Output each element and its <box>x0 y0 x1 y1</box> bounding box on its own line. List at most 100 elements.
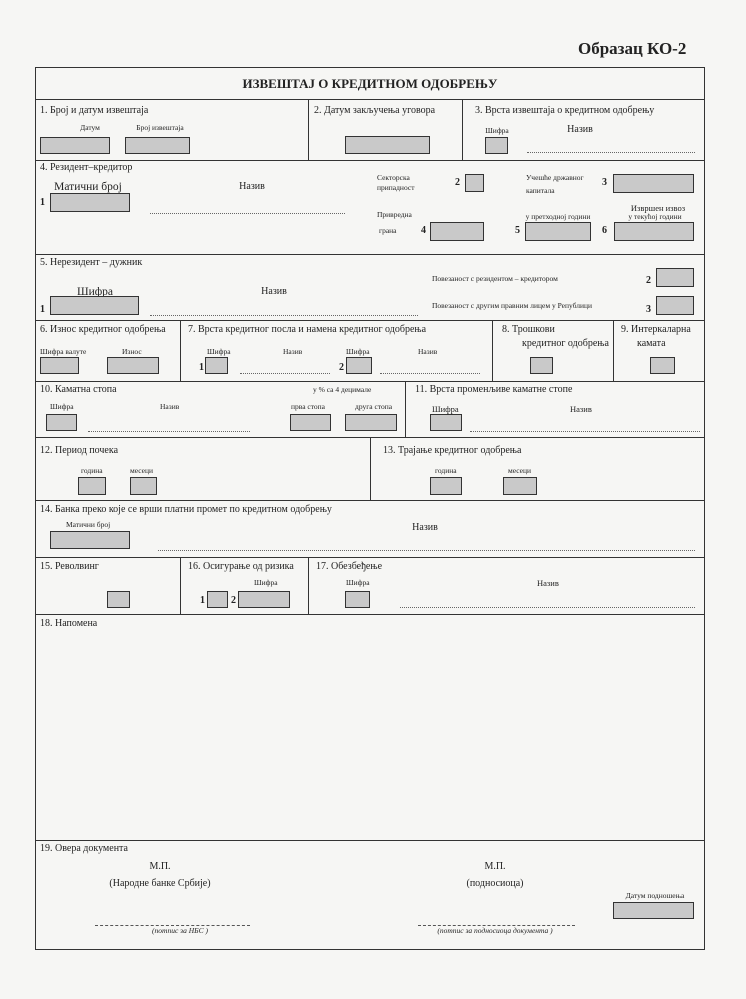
amount-label: Износ <box>122 347 142 356</box>
note-field[interactable] <box>37 630 703 838</box>
credit-type-name-2-field[interactable] <box>380 373 480 374</box>
creditor-name-field[interactable] <box>150 213 345 214</box>
date-label: Датум <box>80 123 100 132</box>
field-number: 1 <box>199 362 204 373</box>
section-7-label: 7. Врста кредитног посла и намена кредит… <box>188 324 427 335</box>
export-cur-year-field[interactable] <box>614 222 694 241</box>
reg-no-label: Матични број <box>54 181 122 193</box>
duration-years-field[interactable] <box>430 477 462 495</box>
divider <box>308 100 309 160</box>
section-5-label: 5. Нерезидент – дужник <box>40 257 143 268</box>
insurance-1-field[interactable] <box>207 591 228 608</box>
credit-costs-field[interactable] <box>530 357 553 374</box>
credit-type-code-1-field[interactable] <box>205 357 228 374</box>
credit-type-code-2-field[interactable] <box>346 357 372 374</box>
report-type-name-field[interactable] <box>527 152 695 153</box>
name-label: Назив <box>239 181 265 192</box>
months-label: месеци <box>508 466 532 475</box>
divider <box>35 500 705 501</box>
interest-field[interactable] <box>650 357 675 374</box>
variable-rate-code-field[interactable] <box>430 414 462 431</box>
section-1-label: 1. Број и датум извештаја <box>40 105 149 116</box>
divider <box>180 557 181 614</box>
divider <box>35 614 705 615</box>
divider <box>492 320 493 381</box>
sector-label: Секторска <box>377 173 410 182</box>
submitter-signature-label: (потпис за подносиоца документа ) <box>437 926 553 935</box>
collateral-code-field[interactable] <box>345 591 370 608</box>
divider <box>35 254 705 255</box>
creditor-reg-no-field[interactable] <box>50 193 130 212</box>
debtor-code-field[interactable] <box>50 296 139 315</box>
code-label: Шифра <box>254 578 278 587</box>
section-14-label: 14. Банка преко које се врши платни пром… <box>40 504 332 515</box>
name-label: Назив <box>283 347 303 356</box>
currency-code-field[interactable] <box>40 357 79 374</box>
section-6-label: 6. Износ кредитног одобрења <box>40 324 166 335</box>
cur-year-label: у текућој години <box>628 212 682 221</box>
form-title: ИЗВЕШТАЈ О КРЕДИТНОМ ОДОБРЕЊУ <box>242 76 498 91</box>
name-label: Назив <box>261 286 287 297</box>
first-rate-field[interactable] <box>290 414 331 431</box>
code-label: Шифра <box>432 404 459 414</box>
divider <box>405 381 406 437</box>
bank-reg-no-field[interactable] <box>50 531 130 549</box>
export-prev-year-field[interactable] <box>525 222 591 241</box>
report-number-field[interactable] <box>125 137 190 154</box>
section-2-label: 2. Датум закључења уговора <box>314 105 436 116</box>
field-number: 1 <box>40 304 45 315</box>
relation-resident-label: Повезаност с резидентом – кредитором <box>432 274 558 283</box>
bank-name-field[interactable] <box>158 550 695 551</box>
collateral-name-field[interactable] <box>400 607 695 608</box>
industry-field[interactable] <box>430 222 484 241</box>
section-13-label: 13. Трајање кредитног одобрења <box>383 445 522 456</box>
field-number: 2 <box>231 595 236 606</box>
grace-months-field[interactable] <box>130 477 157 495</box>
revolving-field[interactable] <box>107 591 130 608</box>
section-18-label: 18. Напомена <box>40 618 98 629</box>
state-capital-field[interactable] <box>613 174 694 193</box>
state-capital-label: Учешће државног <box>526 173 584 182</box>
debtor-name-field[interactable] <box>150 315 418 316</box>
grace-years-field[interactable] <box>78 477 106 495</box>
report-date-field[interactable] <box>40 137 110 154</box>
field-number: 1 <box>40 197 45 208</box>
credit-type-name-1-field[interactable] <box>240 373 330 374</box>
reg-no-label: Матични број <box>66 520 111 529</box>
code-label: Шифра <box>485 126 509 135</box>
rate-note: у % са 4 децимале <box>313 385 372 394</box>
rate-code-field[interactable] <box>46 414 77 431</box>
nbs-signature-line[interactable] <box>95 925 250 926</box>
field-number: 3 <box>646 304 651 315</box>
second-rate-field[interactable] <box>345 414 397 431</box>
submit-date-field[interactable] <box>613 902 694 919</box>
stamp-place-label: М.П. <box>149 861 171 872</box>
currency-label: Шифра валуте <box>40 347 87 356</box>
sector-field[interactable] <box>465 174 484 192</box>
contract-date-field[interactable] <box>345 136 430 154</box>
section-8-label: кредитног одобрења <box>522 338 609 349</box>
months-label: месеци <box>130 466 154 475</box>
divider <box>462 100 463 160</box>
variable-rate-name-field[interactable] <box>470 431 700 432</box>
report-type-code-field[interactable] <box>485 137 508 154</box>
code-label: Шифра <box>207 347 231 356</box>
amount-field[interactable] <box>107 357 159 374</box>
relation-resident-field[interactable] <box>656 268 694 287</box>
nbs-label: (Народне банке Србије) <box>109 878 211 889</box>
submit-date-label: Датум подношења <box>625 891 685 900</box>
duration-months-field[interactable] <box>503 477 537 495</box>
submitter-signature-line[interactable] <box>418 925 575 926</box>
section-10-label: 10. Каматна стопа <box>40 384 117 395</box>
divider <box>370 437 371 500</box>
divider <box>35 557 705 558</box>
form-frame <box>35 67 705 950</box>
rate-name-field[interactable] <box>88 431 250 432</box>
insurance-code-field[interactable] <box>238 591 290 608</box>
relation-other-label: Повезаност с другим правним лицем у Репу… <box>432 301 593 310</box>
relation-other-field[interactable] <box>656 296 694 315</box>
section-8-label: 8. Трошкови <box>502 324 555 335</box>
divider <box>35 840 705 841</box>
stamp-place-label: М.П. <box>484 861 506 872</box>
name-label: Назив <box>412 522 438 533</box>
